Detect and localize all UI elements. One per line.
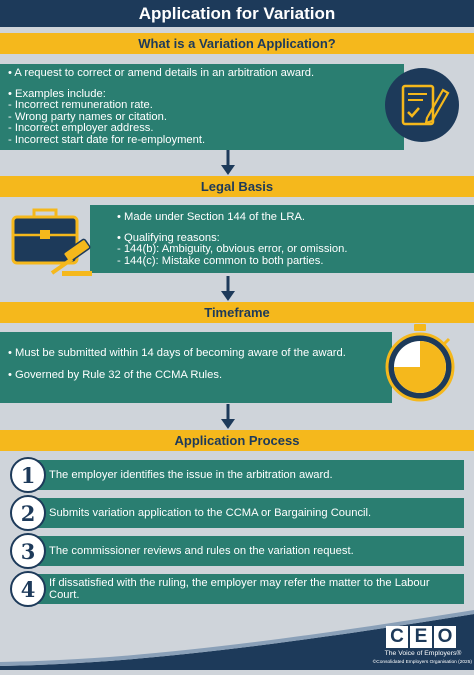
section-heading-process: Application Process (0, 430, 474, 451)
step-number-badge: 2 (10, 495, 46, 531)
examples-heading: • Examples include: (8, 87, 106, 100)
page-title: Application for Variation (0, 0, 474, 27)
timeframe-bullet: • Governed by Rule 32 of the CCMA Rules. (8, 368, 223, 381)
logo-letter: O (434, 626, 456, 648)
what-panel: • A request to correct or amend details … (0, 64, 404, 150)
step-number-badge: 3 (10, 533, 46, 569)
step-text: Submits variation application to the CCM… (49, 507, 372, 519)
step-number-badge: 1 (10, 457, 46, 493)
logo-letter: E (410, 626, 432, 648)
ceo-logo: C E O (386, 626, 456, 648)
process-step: 1 The employer identifies the issue in t… (10, 457, 464, 493)
reasons-heading: • Qualifying reasons: (117, 231, 220, 244)
stopwatch-icon (379, 321, 461, 403)
logo-letter: C (386, 626, 408, 648)
example-item: - Incorrect employer address. (8, 122, 154, 134)
logo-tagline: The Voice of Employers® (384, 650, 462, 657)
arrow-down-icon (221, 404, 235, 430)
arrow-down-icon (221, 276, 235, 302)
process-step: 2 Submits variation application to the C… (10, 495, 464, 531)
timeframe-panel: • Must be submitted within 14 days of be… (0, 332, 392, 403)
step-number-badge: 4 (10, 571, 46, 607)
step-text: The employer identifies the issue in the… (49, 469, 333, 481)
example-item: - Incorrect start date for re-employment… (8, 133, 206, 146)
step-text: If dissatisfied with the ruling, the emp… (49, 577, 430, 601)
legal-panel: • Made under Section 144 of the LRA. • Q… (90, 205, 474, 273)
legal-bullet: • Made under Section 144 of the LRA. (117, 211, 306, 223)
what-bullet: • A request to correct or amend details … (8, 67, 315, 79)
section-heading-timeframe: Timeframe (0, 302, 474, 323)
section-heading-what: What is a Variation Application? (0, 33, 474, 54)
footer-swoosh (0, 610, 474, 670)
step-text: The commissioner reviews and rules on th… (49, 545, 354, 557)
document-pen-checklist-icon (383, 66, 461, 144)
section-heading-legal: Legal Basis (0, 176, 474, 197)
briefcase-gavel-icon (10, 201, 98, 279)
copyright-notice: ©Consolidated Employers Organisation (20… (372, 660, 472, 665)
reason-item: - 144(b): Ambiguity, obvious error, or o… (117, 243, 348, 255)
reason-item: - 144(c): Mistake common to both parties… (117, 254, 324, 267)
example-item: - Wrong party names or citation. (8, 110, 167, 123)
process-step: 3 The commissioner reviews and rules on … (10, 533, 464, 569)
timeframe-bullet: • Must be submitted within 14 days of be… (8, 347, 346, 359)
example-item: - Incorrect remuneration rate. (8, 99, 153, 111)
process-step: 4 If dissatisfied with the ruling, the e… (10, 571, 464, 607)
arrow-down-icon (221, 150, 235, 176)
